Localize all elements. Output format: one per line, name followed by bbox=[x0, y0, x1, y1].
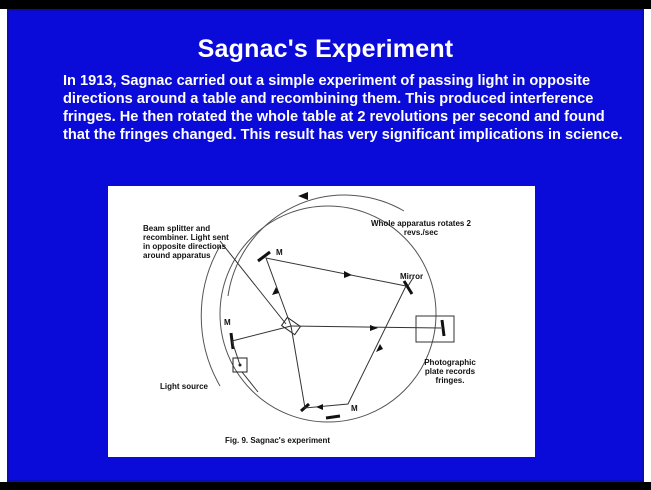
diagram-drawing bbox=[200, 192, 455, 423]
rotation-label: Whole apparatus rotates 2 revs./sec bbox=[370, 219, 472, 237]
beam-splitter-label: Beam splitter and recombiner. Light sent… bbox=[143, 224, 229, 260]
light-source-box bbox=[232, 357, 248, 373]
mirror-bottom bbox=[325, 414, 341, 420]
photographic-plate-box bbox=[415, 315, 455, 343]
photographic-plate-label: Photographic plate records fringes. bbox=[424, 358, 476, 385]
light-path-triangle bbox=[265, 257, 407, 409]
mirror-m-left-label: M bbox=[224, 318, 231, 327]
sagnac-diagram: Beam splitter and recombiner. Light sent… bbox=[108, 186, 535, 457]
mirror-right bbox=[402, 280, 414, 295]
mirror-m-top-label: M bbox=[276, 248, 283, 257]
mirror-m-bottom-label: M bbox=[351, 404, 358, 413]
left-arc bbox=[200, 245, 221, 387]
presentation-slide: Sagnac's Experiment In 1913, Sagnac carr… bbox=[7, 9, 644, 482]
slide-body-text: In 1913, Sagnac carried out a simple exp… bbox=[63, 73, 623, 143]
rotation-arc bbox=[227, 194, 405, 297]
top-letterbox bbox=[0, 0, 651, 9]
light-source-label: Light source bbox=[160, 382, 209, 391]
mirror-label: Mirror bbox=[400, 272, 424, 281]
light-path-to-plate bbox=[290, 325, 442, 329]
bottom-letterbox bbox=[0, 482, 651, 490]
slide-title: Sagnac's Experiment bbox=[197, 35, 454, 63]
rotating-table-circle bbox=[219, 205, 437, 423]
mirror-top-left bbox=[257, 250, 271, 263]
rotation-arrowhead bbox=[298, 192, 308, 200]
figure-caption: Fig. 9. Sagnac's experiment bbox=[225, 436, 331, 445]
